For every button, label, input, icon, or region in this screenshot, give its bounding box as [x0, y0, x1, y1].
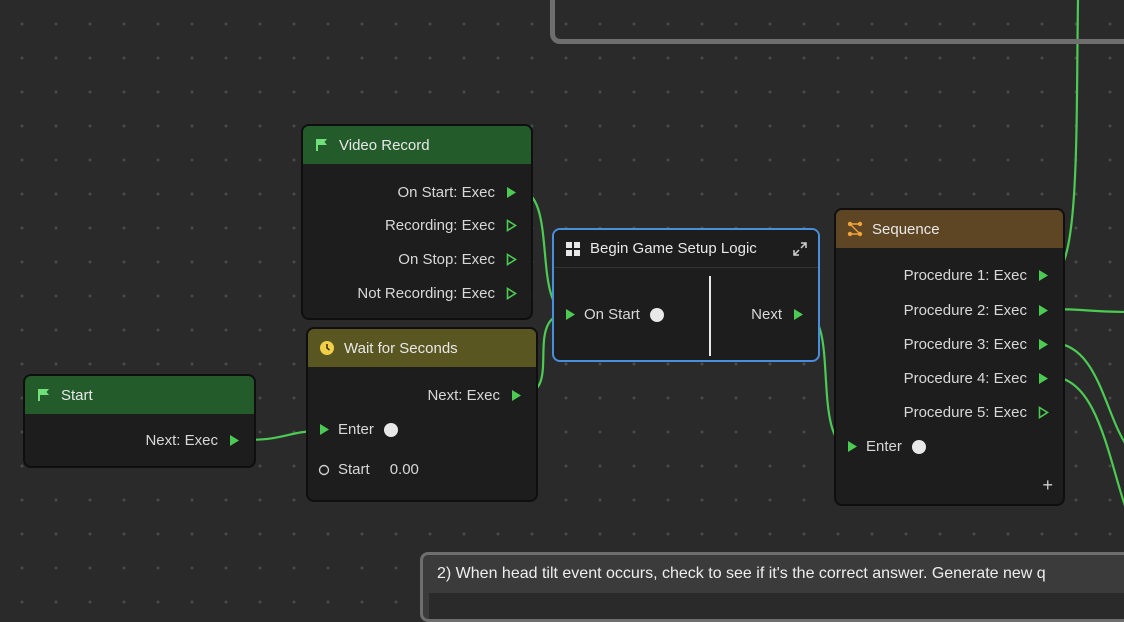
wait-for-seconds-header[interactable]: Wait for Seconds [308, 329, 536, 367]
exec-pin-filled-icon[interactable] [1037, 338, 1049, 352]
exec-pin-filled-icon[interactable] [846, 440, 858, 454]
exec-pin-filled-icon[interactable] [564, 308, 576, 322]
exec-pin-outline-icon[interactable] [505, 219, 517, 233]
exec-pin-filled-icon[interactable] [505, 186, 517, 200]
exec-pin-filled-icon[interactable] [1037, 372, 1049, 386]
video-record-output-not-recording[interactable]: Not Recording: Exec [357, 285, 517, 302]
exec-pin-outline-icon[interactable] [505, 253, 517, 267]
exec-pin-filled-icon[interactable] [1037, 304, 1049, 318]
clock-icon [318, 339, 336, 357]
video-record-node[interactable]: Video Record On Start: Exec Recording: E… [301, 124, 533, 320]
expand-icon[interactable] [792, 241, 808, 257]
sequence-header[interactable]: Sequence [836, 210, 1063, 248]
sequence-output-procedure-2[interactable]: Procedure 2: Exec [904, 302, 1049, 319]
output-label: Procedure 1: Exec [903, 267, 1027, 284]
begin-game-setup-header[interactable]: Begin Game Setup Logic [554, 230, 818, 268]
begin-game-setup-title: Begin Game Setup Logic [590, 240, 757, 257]
video-record-header[interactable]: Video Record [303, 126, 531, 164]
output-label: Procedure 2: Exec [903, 302, 1027, 319]
start-node[interactable]: Start Next: Exec [23, 374, 256, 468]
exec-pin-outline-icon[interactable] [505, 287, 517, 301]
begin-game-setup-node[interactable]: Begin Game Setup Logic On Start Next [552, 228, 820, 362]
output-label: Procedure 4: Exec [903, 370, 1027, 387]
wait-next-output[interactable]: Next: Exec [427, 387, 522, 404]
sequence-output-procedure-3[interactable]: Procedure 3: Exec [904, 336, 1049, 353]
node-divider [709, 276, 711, 356]
grid-icon [564, 240, 582, 258]
flag-icon [313, 136, 331, 154]
output-label: On Stop: Exec [398, 251, 495, 268]
input-label: On Start [584, 306, 640, 323]
output-label: Procedure 5: Exec [903, 404, 1027, 421]
input-toggle-dot[interactable] [383, 422, 398, 437]
input-toggle-dot[interactable] [649, 307, 664, 322]
data-pin-outline-icon[interactable] [318, 463, 330, 477]
comment-text[interactable]: 2) When head tilt event occurs, check to… [437, 565, 1046, 582]
input-label: Start [338, 461, 370, 478]
start-value-field[interactable]: 0.00 [389, 461, 419, 478]
exec-pin-filled-icon[interactable] [792, 308, 804, 322]
group-frame-top[interactable] [550, 0, 1124, 44]
video-record-output-on-start[interactable]: On Start: Exec [397, 184, 517, 201]
exec-pin-outline-icon[interactable] [1037, 406, 1049, 420]
output-label: Recording: Exec [384, 217, 495, 234]
exec-pin-filled-icon[interactable] [1037, 269, 1049, 283]
output-label: Not Recording: Exec [357, 285, 495, 302]
output-label: On Start: Exec [397, 184, 495, 201]
wait-for-seconds-node[interactable]: Wait for Seconds Next: Exec Enter Start … [306, 327, 538, 502]
input-label: Enter [338, 421, 374, 438]
flag-icon [35, 386, 53, 404]
exec-pin-filled-icon[interactable] [228, 434, 240, 448]
output-label: Next [751, 306, 782, 323]
wait-start-input[interactable]: Start 0.00 [318, 461, 419, 478]
video-record-output-recording[interactable]: Recording: Exec [385, 217, 517, 234]
input-label: Enter [866, 438, 902, 455]
begin-on-start-input[interactable]: On Start [564, 306, 664, 323]
sequence-output-procedure-1[interactable]: Procedure 1: Exec [904, 267, 1049, 284]
sequence-icon [846, 220, 864, 238]
start-next-output[interactable]: Next: Exec [145, 432, 240, 449]
wait-enter-input[interactable]: Enter [318, 421, 398, 438]
add-output-button[interactable]: + [1042, 475, 1053, 495]
wait-for-seconds-title: Wait for Seconds [344, 339, 458, 357]
exec-pin-filled-icon[interactable] [510, 389, 522, 403]
comment-box[interactable]: 2) When head tilt event occurs, check to… [420, 552, 1124, 622]
sequence-output-procedure-5[interactable]: Procedure 5: Exec [904, 404, 1049, 421]
sequence-node[interactable]: Sequence Procedure 1: Exec Procedure 2: … [834, 208, 1065, 506]
video-record-output-on-stop[interactable]: On Stop: Exec [398, 251, 517, 268]
sequence-output-procedure-4[interactable]: Procedure 4: Exec [904, 370, 1049, 387]
input-toggle-dot[interactable] [911, 439, 926, 454]
sequence-enter-input[interactable]: Enter [846, 438, 926, 455]
output-label: Procedure 3: Exec [903, 336, 1027, 353]
start-next-label: Next: Exec [145, 432, 218, 449]
start-node-title: Start [61, 386, 93, 404]
video-record-title: Video Record [339, 136, 430, 154]
output-label: Next: Exec [427, 387, 500, 404]
exec-pin-filled-icon[interactable] [318, 423, 330, 437]
start-node-header[interactable]: Start [25, 376, 254, 414]
comment-body [429, 593, 1124, 619]
begin-next-output[interactable]: Next [751, 306, 804, 323]
sequence-title: Sequence [872, 220, 940, 238]
